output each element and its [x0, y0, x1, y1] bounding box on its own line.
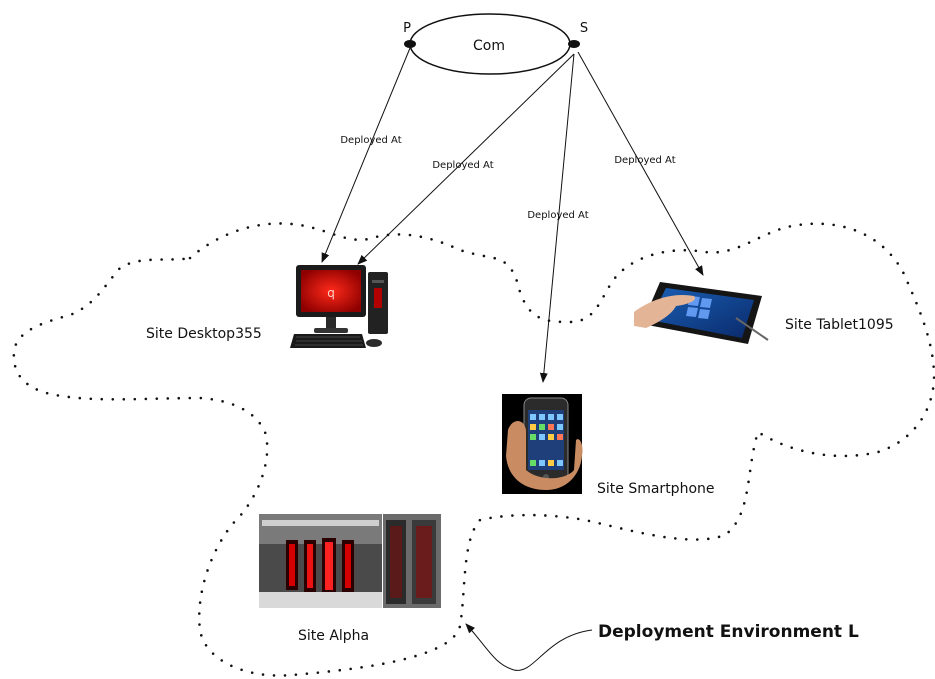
port-s	[568, 40, 580, 48]
edge-p-desktop	[321, 47, 411, 263]
site-smartphone-label: Site Smartphone	[597, 481, 715, 497]
edge-label-s-desktop: Deployed At	[432, 160, 493, 171]
component-name: Com	[473, 38, 505, 54]
port-p-label: P	[403, 21, 411, 36]
deployment-edges: Deployed At Deployed At Deployed At Depl…	[321, 47, 704, 383]
environment-pointer-arrow	[465, 623, 593, 671]
supercomputer-image	[259, 514, 441, 608]
environment-label: Deployment Environment L	[598, 622, 859, 642]
tablet-image	[634, 282, 769, 344]
deployment-environment-boundary	[12, 222, 935, 677]
port-s-label: S	[580, 21, 588, 36]
edge-s-desktop	[357, 53, 575, 265]
smartphone-image	[502, 394, 583, 494]
component-com: Com P S	[403, 13, 588, 75]
edge-label-p-desktop: Deployed At	[340, 135, 401, 146]
edge-s-smartphone	[539, 53, 575, 383]
port-p	[404, 40, 416, 48]
site-alpha-label: Site Alpha	[298, 628, 369, 644]
desktop-computer-image: q	[290, 265, 388, 348]
edge-label-s-tablet: Deployed At	[614, 155, 675, 166]
svg-text:q: q	[327, 286, 335, 300]
site-tablet-label: Site Tablet1095	[785, 317, 894, 333]
site-desktop-label: Site Desktop355	[146, 326, 262, 342]
edge-s-tablet	[577, 51, 704, 276]
edge-label-s-smartphone: Deployed At	[527, 210, 588, 221]
